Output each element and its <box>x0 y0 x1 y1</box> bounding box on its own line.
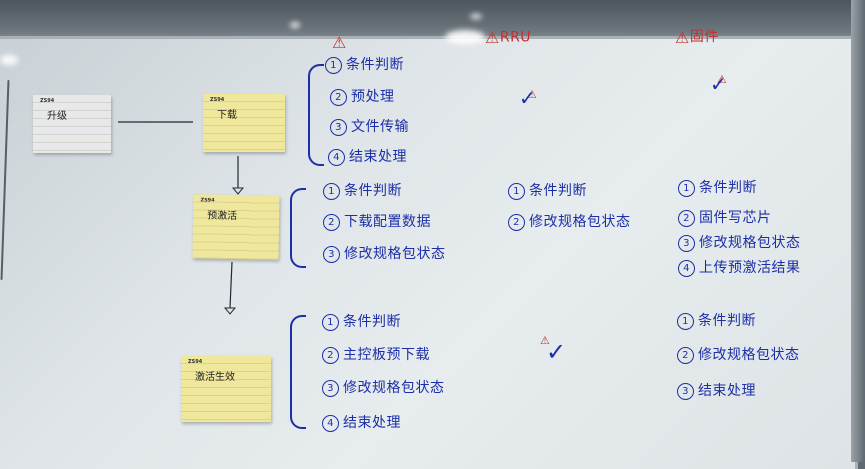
card-text: 下载 <box>217 110 237 121</box>
card-active[interactable]: ZS94 激活生效 <box>181 356 271 422</box>
brace-active <box>290 315 306 429</box>
step-number: 3 <box>677 382 694 400</box>
step-label: 条件判断 <box>346 57 404 73</box>
step-number: 4 <box>322 414 339 432</box>
step-number: 2 <box>508 213 525 231</box>
card-upgrade[interactable]: ZS94 升级 <box>33 95 111 153</box>
step-number: 2 <box>678 209 695 227</box>
card-tag: ZS94 <box>210 97 225 103</box>
step-label: 条件判断 <box>698 313 756 329</box>
check-mark-icon: ✓ <box>546 338 567 366</box>
step-number: 2 <box>677 346 694 364</box>
step-number: 4 <box>678 259 695 277</box>
step-label: 修改规格包状态 <box>529 214 631 230</box>
step-number: 3 <box>678 234 695 252</box>
step-number: 3 <box>330 118 347 136</box>
step-label: 修改规格包状态 <box>344 246 446 262</box>
step-label: 条件判断 <box>699 180 757 196</box>
step-number: 2 <box>330 88 347 106</box>
header-firmware: ⚠固件 <box>675 26 719 47</box>
header-rru-label: RRU <box>499 29 532 46</box>
brace-activate <box>290 188 306 268</box>
warning-triangle-icon: ⚠ <box>717 73 727 86</box>
step-label: 结束处理 <box>349 149 407 165</box>
step-label: 文件传输 <box>351 119 409 135</box>
light-glare-left <box>0 55 18 65</box>
card-tag: ZS94 <box>188 359 203 365</box>
step-number: 1 <box>322 313 339 331</box>
step-label: 修改规格包状态 <box>699 235 801 251</box>
step-label: 修改规格包状态 <box>343 380 445 396</box>
step-label: 修改规格包状态 <box>698 347 800 363</box>
step-number: 1 <box>678 179 695 197</box>
card-text: 升级 <box>47 111 67 122</box>
step-label: 固件写芯片 <box>699 210 772 226</box>
header-firmware-label: 固件 <box>689 29 719 45</box>
card-text: 预激活 <box>207 210 238 223</box>
whiteboard-right-frame <box>851 0 865 462</box>
step-number: 2 <box>323 213 340 231</box>
step-label: 结束处理 <box>698 383 756 399</box>
light-glare-top-mid <box>470 14 482 19</box>
card-download[interactable]: ZS94 下载 <box>203 94 285 152</box>
step-number: 2 <box>322 346 339 364</box>
warning-triangle-icon: ⚠ <box>527 88 537 101</box>
brace-download <box>308 64 324 166</box>
step-label: 主控板预下载 <box>343 347 430 363</box>
step-label: 条件判断 <box>344 183 402 199</box>
step-label: 下载配置数据 <box>344 214 431 230</box>
step-label: 结束处理 <box>343 415 401 431</box>
card-text: 激活生效 <box>195 372 235 383</box>
step-label: 上传预激活结果 <box>699 260 801 276</box>
card-activate[interactable]: ZS94 预激活 <box>192 194 280 260</box>
light-glare-small <box>290 22 300 28</box>
warning-triangle-icon: ⚠ <box>332 33 347 52</box>
step-number: 1 <box>508 182 525 200</box>
card-tag: ZS94 <box>200 197 215 204</box>
header-rru: ⚠RRU <box>485 28 531 47</box>
step-number: 4 <box>328 148 345 166</box>
card-tag: ZS94 <box>40 98 55 104</box>
step-label: 条件判断 <box>343 314 401 330</box>
warning-triangle-icon: ⚠ <box>485 28 500 47</box>
warning-triangle-icon: ⚠ <box>540 334 550 347</box>
step-label: 条件判断 <box>529 183 587 199</box>
light-glare-center <box>445 30 485 44</box>
step-number: 1 <box>325 56 342 74</box>
step-label: 预处理 <box>351 89 395 105</box>
step-number: 1 <box>323 182 340 200</box>
step-number: 1 <box>677 312 694 330</box>
check-mark-icon: ✓ <box>519 86 536 110</box>
whiteboard <box>0 36 858 469</box>
step-number: 3 <box>322 379 339 397</box>
check-mark-icon: ✓ <box>710 72 727 96</box>
step-number: 3 <box>323 245 340 263</box>
header-main: ⚠ <box>332 33 347 52</box>
warning-triangle-icon: ⚠ <box>675 27 690 47</box>
